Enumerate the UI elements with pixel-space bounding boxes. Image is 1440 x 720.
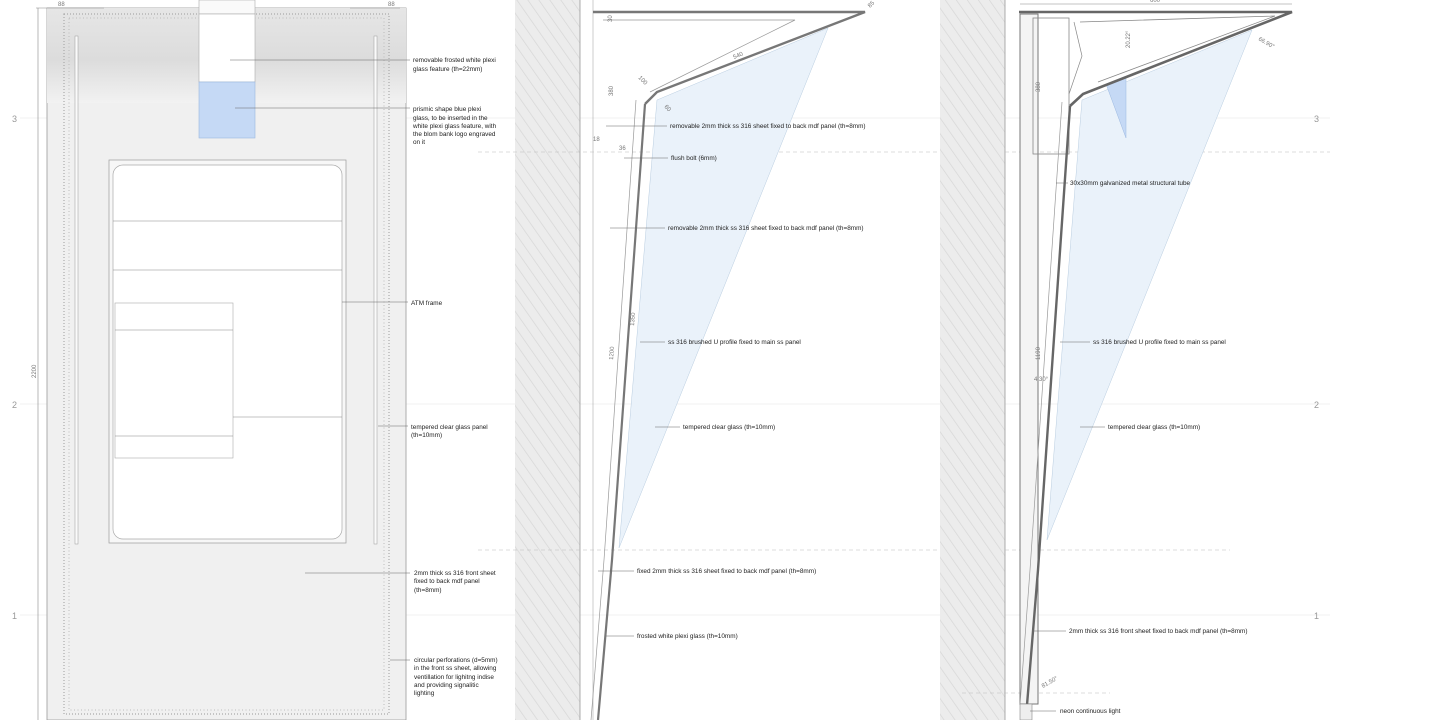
canopy-inner-a — [603, 19, 796, 93]
dim-left-margin: 88 — [58, 2, 65, 8]
dim-b-380: 380 — [1036, 81, 1042, 92]
atm-keypad-block — [114, 302, 234, 459]
level-marker-2: 2 — [12, 400, 17, 410]
dim-a-540: 540 — [733, 51, 745, 61]
label-glass-panel: tempered clear glass panel (th=10mm) — [411, 424, 490, 439]
label-frosted-plexi: removable frosted white plexi glass feat… — [413, 57, 498, 73]
level-marker-1: 1 — [12, 611, 17, 621]
front-elevation: 3 2 1 88 88 2200 — [12, 0, 1330, 720]
wall-hatch-b — [940, 0, 1005, 720]
blue-plexi-prism — [198, 81, 256, 139]
label-blue-plexi: prismic shape blue plexi glass, to be in… — [412, 106, 498, 146]
dim-height: 2200 — [32, 364, 38, 378]
neon-housing — [1019, 703, 1033, 720]
dim-right-margin: 88 — [388, 2, 395, 8]
light-slot-left — [74, 35, 79, 545]
plexi-top-cap — [198, 0, 256, 15]
dim-a-60: 60 — [663, 104, 672, 113]
level-marker-b-1: 1 — [1314, 611, 1319, 621]
label-b-tube: 30x30mm galvanized metal structural tube — [1070, 180, 1191, 187]
label-b-neon: neon continuous light — [1060, 708, 1121, 715]
wall-hatch-a — [515, 0, 580, 720]
tube-box-b — [1032, 17, 1070, 155]
clear-glass-b — [1046, 29, 1253, 541]
level-marker-b-3: 3 — [1314, 114, 1319, 124]
label-a-removable-sheet-2: removable 2mm thick ss 316 sheet fixed t… — [668, 225, 864, 232]
atm-screen-area — [112, 164, 343, 540]
label-perforations: circular perforations (d=5mm) in the fro… — [414, 657, 499, 697]
dim-a-1350: 1350 — [630, 312, 637, 326]
section-a: 30 380 18 36 540 100 60 1350 1200 85 rem… — [478, 0, 950, 720]
clear-glass-a — [618, 27, 829, 549]
bracket-b — [1068, 21, 1083, 95]
label-a-frosted-plexi: frosted white plexi glass (th=10mm) — [637, 633, 738, 640]
slanted-panel-inner-b — [1019, 101, 1063, 706]
label-b-front-sheet: 2mm thick ss 316 front sheet fixed to ba… — [1069, 628, 1247, 635]
level-marker-3: 3 — [12, 114, 17, 124]
label-b-clear-glass: tempered clear glass (th=10mm) — [1108, 424, 1200, 431]
dim-a-36: 36 — [619, 146, 626, 152]
label-a-clear-glass: tempered clear glass (th=10mm) — [683, 424, 775, 431]
label-a-fixed-sheet: fixed 2mm thick ss 316 sheet fixed to ba… — [637, 568, 816, 575]
label-a-u-profile: ss 316 brushed U profile fixed to main s… — [668, 339, 801, 346]
label-front-sheet: 2mm thick ss 316 front sheet fixed to ba… — [414, 570, 497, 594]
canopy-top-b — [1019, 10, 1293, 107]
slanted-panel-outer-b — [1025, 105, 1072, 706]
canopy-top-a — [593, 10, 866, 105]
light-slot-right — [373, 35, 378, 545]
slanted-panel-outer-a — [596, 103, 647, 720]
canopy-inner-b — [1079, 15, 1276, 83]
dim-b-1190: 1190 — [1036, 346, 1042, 360]
level-marker-b-2: 2 — [1314, 400, 1319, 410]
frosted-plexi-feature — [198, 13, 256, 83]
dim-a-380: 380 — [609, 85, 615, 96]
dim-a-1200: 1200 — [609, 346, 616, 360]
section-b: 3 2 1 600 380 1190 20.22° 66.90° 4.30° 8… — [940, 0, 1330, 720]
label-a-removable-sheet-1: removable 2mm thick ss 316 sheet fixed t… — [670, 123, 866, 130]
dim-b-angle-mid: 66.90° — [1257, 37, 1276, 51]
dim-a-18: 18 — [593, 137, 600, 143]
slanted-panel-inner-a — [590, 99, 637, 720]
dim-a-85: 85 — [867, 0, 876, 9]
dim-b-angle-top: 20.22° — [1126, 30, 1132, 48]
label-a-flush-bolt: flush bolt (6mm) — [671, 155, 717, 162]
dim-a-100: 100 — [637, 75, 649, 87]
dim-b-angle-bot: 81.50° — [1041, 676, 1060, 690]
dim-a-30: 30 — [608, 15, 614, 22]
dim-b-angle-low: 4.30° — [1034, 377, 1049, 383]
label-b-u-profile: ss 316 brushed U profile fixed to main s… — [1093, 339, 1226, 346]
dim-b-600: 600 — [1150, 0, 1161, 4]
label-atm-frame: ATM frame — [411, 300, 443, 307]
